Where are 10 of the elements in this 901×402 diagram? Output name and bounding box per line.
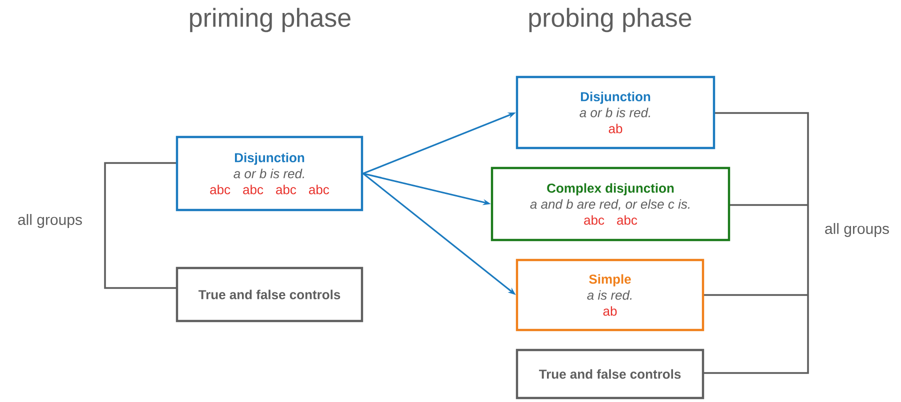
group-label: all groups (825, 223, 889, 237)
box: True and false controls (176, 266, 364, 322)
phase-heading: probing phase (529, 8, 692, 32)
box: Simple a is red. ab (516, 258, 704, 332)
box: Disjunction a or b is red. abc abc abc abc (176, 136, 364, 212)
box: Complex disjunction a and b are red, or else c is. abc abc (490, 166, 730, 242)
box: True and false controls (516, 348, 704, 400)
group-label: all groups (18, 214, 82, 228)
phase-heading: priming phase (190, 8, 350, 32)
box: Disjunction a or b is red. ab (516, 76, 716, 150)
